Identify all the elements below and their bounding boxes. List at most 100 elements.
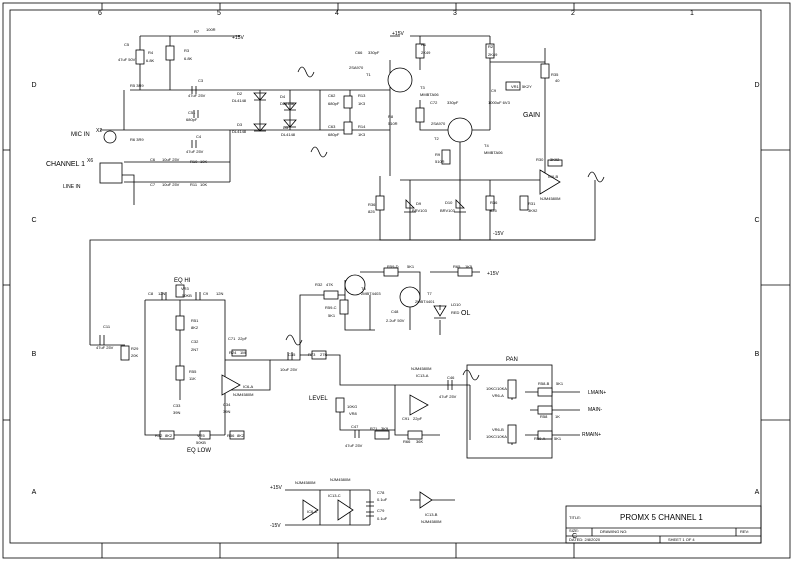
value-c3: 47uF 25V [188, 93, 206, 98]
label-r55: R55 [189, 369, 197, 374]
label-r10: R10 [190, 159, 198, 164]
value-c35: 10uF 25V [280, 367, 298, 372]
rail-m15-preamp: -15V [493, 231, 504, 237]
label-d4: D4 [280, 94, 286, 99]
label-r58b: R58-B [538, 381, 550, 386]
label-r36b: R36 [490, 200, 498, 205]
row-label: B [32, 351, 37, 358]
label-r13: R13 [358, 93, 366, 98]
label-c72: C72 [430, 100, 438, 105]
eq-hi-label: EQ HI [174, 278, 191, 284]
value-vr8: 10KG [347, 404, 357, 409]
pan-part-labels: VR6-A 10KC/10KA VR6-B 10KC/10KA R58-B 5K… [486, 381, 564, 441]
value-c66: 330pF [368, 50, 380, 55]
value-c9: 1000uF 6V3 [488, 100, 511, 105]
label-c63: C63 [328, 124, 336, 129]
drawing-no-label: DRAWING NO: [600, 529, 627, 534]
preamp-wiring [375, 35, 596, 241]
date-field: DATED: 2/8/2020 [569, 537, 601, 542]
value-vr6a: 10KC/10KA [486, 386, 507, 391]
label-r9: R9 [435, 152, 441, 157]
value-c5: 47uF 50V [118, 57, 136, 62]
label-ic13c: IC13-C [328, 493, 341, 498]
value-c9b: 12N [216, 291, 223, 296]
rev-label: REV: [740, 529, 749, 534]
input-part-labels: C5 47uF 50V R4 6.8K R3 6.8K R7 100R R5 3… [118, 27, 366, 187]
value-t2: 2SA970 [431, 121, 446, 126]
value-r14: 1K3 [358, 132, 366, 137]
value-vr3: 50KB [182, 293, 192, 298]
row-label: B [755, 351, 760, 358]
value-c46: 47uF 25V [439, 394, 457, 399]
label-c8: C8 [148, 291, 154, 296]
label-r59a: R59-A [534, 436, 546, 441]
value-vr1: 5K2Y [522, 84, 532, 89]
label-ld10: LD10 [451, 302, 461, 307]
label-vr8: VR8 [349, 411, 358, 416]
label-c51: C51 [188, 110, 196, 115]
value-r10: 10K [200, 159, 207, 164]
value-r8: 510R [388, 121, 398, 126]
label-d5: D5 [283, 125, 289, 130]
value-d4: DL4148 [280, 101, 295, 106]
label-r59c: R59-C [325, 305, 337, 310]
column-labels: 6 5 4 3 2 1 [98, 10, 694, 17]
value-ic13b: NJM4580M [421, 519, 441, 524]
value-t6: 2MBT4403 [361, 291, 381, 296]
row-label: C [31, 217, 36, 224]
rail-m15-power: -15V [270, 523, 281, 529]
gain-label: GAIN [523, 112, 540, 119]
label-ic6c: IC6-C [307, 509, 318, 514]
value-d10: BRV103 [440, 208, 456, 213]
label-ic13b: IC13-B [425, 512, 438, 517]
lmain-label: LMAIN+ [588, 390, 606, 396]
level-wiring [300, 267, 480, 440]
value-c78: 0.1uF [377, 497, 388, 502]
value-ld10: RED [451, 310, 460, 315]
label-r1: R1 [421, 42, 427, 47]
row-label: A [755, 489, 760, 496]
value-c48: 2.2uF 50V [386, 318, 405, 323]
value-c8: 12N [158, 291, 165, 296]
value-r7: 100R [206, 27, 216, 32]
value-c11: 47uF 25V [96, 345, 114, 350]
label-c9: C9 [491, 88, 497, 93]
label-c47: C47 [351, 424, 359, 429]
label-c78: C78 [377, 490, 385, 495]
sheet-field: SHEET 1 OF 4 [668, 537, 695, 542]
size-label: SIZE: [569, 528, 579, 533]
value-r4: 6.8K [146, 58, 155, 63]
input-caps [135, 45, 353, 148]
label-r73: R73 [308, 352, 316, 357]
ol-label: OL [461, 310, 470, 317]
value-c51: 680pF [186, 117, 198, 122]
label-ic6a: IC6-A [243, 384, 254, 389]
phantom-p15-label: +15V [232, 35, 244, 41]
main-label: MAIN- [588, 407, 603, 413]
rail-p15-top: +15V [392, 31, 404, 37]
label-r58: R58 [540, 414, 548, 419]
label-r2: R2 [488, 44, 494, 49]
value-r32: 47K [326, 282, 333, 287]
value-r31: 3K92 [528, 208, 538, 213]
label-r7: R7 [194, 29, 200, 34]
size-value: C [572, 533, 577, 540]
label-vr6a: VR6-A [492, 393, 504, 398]
value-r24: 1M [240, 350, 246, 355]
value-c33: 39N [173, 410, 180, 415]
label-c33: C33 [173, 403, 181, 408]
label-c4: C4 [196, 134, 202, 139]
value-d2: DL4148 [232, 98, 247, 103]
row-label: A [32, 489, 37, 496]
label-c62: C62 [328, 93, 336, 98]
ref-x6: X6 [87, 158, 93, 164]
label-r32: R32 [315, 282, 323, 287]
label-d3: D3 [237, 122, 243, 127]
value-r36b: 825 [490, 208, 497, 213]
level-label: LEVEL [309, 396, 328, 402]
value-t4: MMBTA06 [484, 150, 503, 155]
value-r29: 20K [131, 353, 138, 358]
value-ic13a-model: NJM4580M [411, 366, 431, 371]
label-r36: R36 [368, 202, 376, 207]
